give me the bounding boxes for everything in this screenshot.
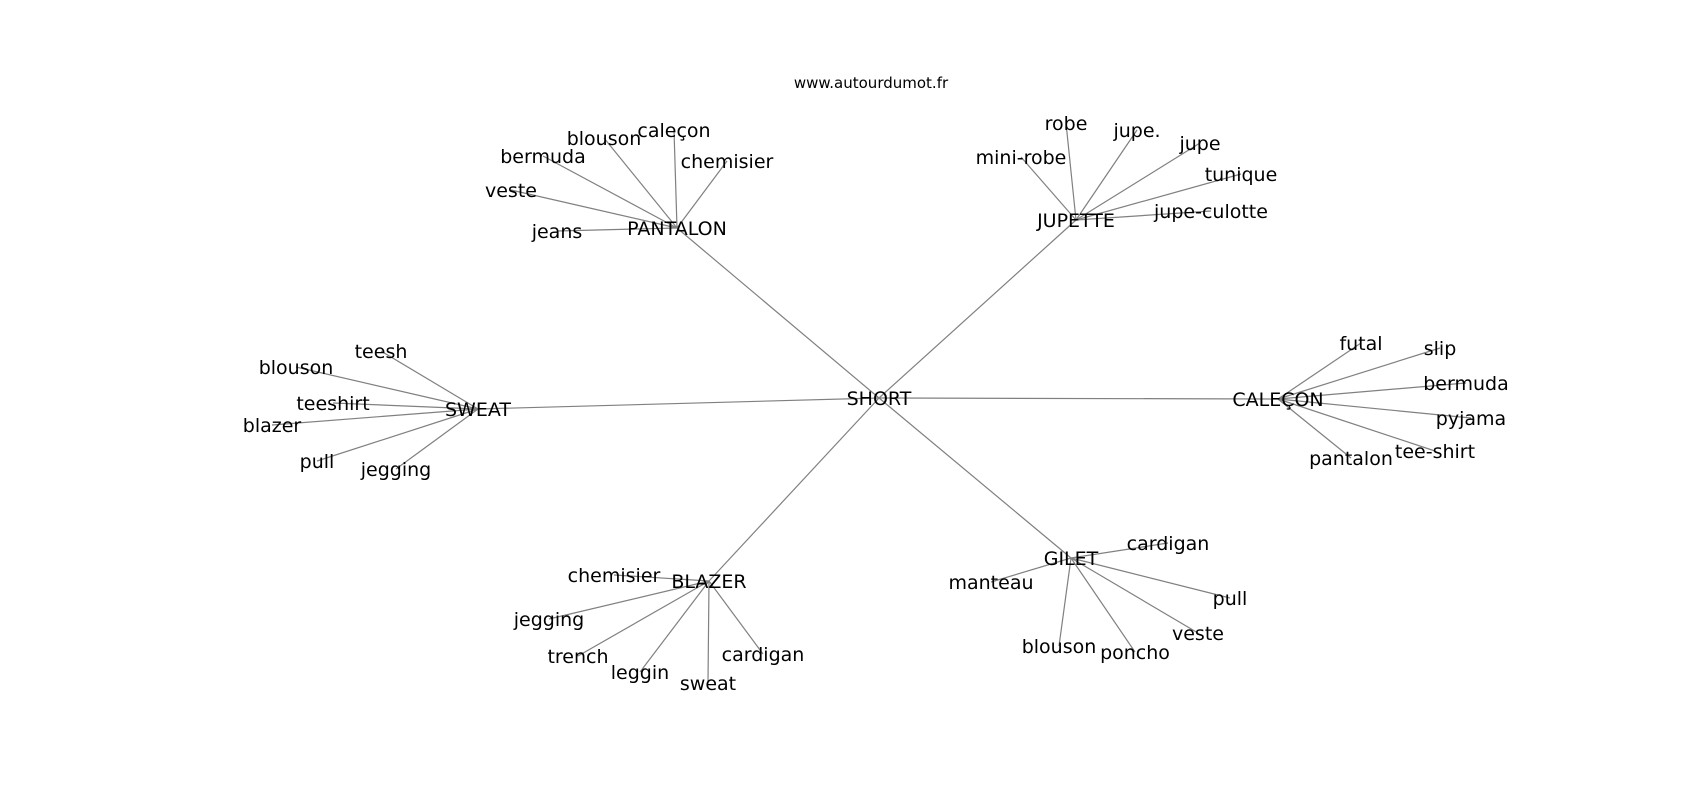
edge-pantalon-pantalon-calecon xyxy=(673,129,678,229)
edge-pantalon-pantalon-chemisier xyxy=(676,160,728,229)
edge-short-pantalon xyxy=(676,227,880,399)
hub-node-blazer[interactable]: BLAZER xyxy=(671,571,746,593)
edge-jupette-jupette-mini-robe xyxy=(1020,156,1077,221)
leaf-node-jupette-tunique[interactable]: tunique xyxy=(1205,164,1278,186)
edge-pantalon-pantalon-blouson xyxy=(603,137,678,229)
leaf-node-jupette-jupe-culotte[interactable]: jupe-culotte xyxy=(1153,201,1268,223)
leaf-node-gilet-cardigan[interactable]: cardigan xyxy=(1127,533,1210,555)
edge-jupette-jupette-jupe-dot xyxy=(1075,129,1138,221)
leaf-node-blazer-trench[interactable]: trench xyxy=(547,646,608,668)
edge-sweat-sweat-blazer xyxy=(271,408,479,426)
source-label: www.autourdumot.fr xyxy=(794,74,949,92)
edge-calecon-calecon-bermuda xyxy=(1277,382,1467,400)
leaf-node-calecon-pantalon[interactable]: pantalon xyxy=(1309,448,1393,470)
edge-blazer-blazer-sweat xyxy=(707,580,710,684)
leaf-node-gilet-manteau[interactable]: manteau xyxy=(948,572,1033,594)
edge-sweat-sweat-pull xyxy=(316,408,479,462)
edge-gilet-gilet-poncho xyxy=(1070,557,1136,653)
leaf-node-sweat-jegging[interactable]: jegging xyxy=(360,459,431,481)
leaf-node-calecon-tee-shirt[interactable]: tee-shirt xyxy=(1395,441,1475,463)
leaf-node-calecon-bermuda[interactable]: bermuda xyxy=(1423,373,1508,395)
leaf-node-pantalon-veste[interactable]: veste xyxy=(485,180,537,202)
edge-calecon-calecon-slip xyxy=(1277,347,1441,400)
edge-short-blazer xyxy=(708,397,880,582)
edge-sweat-sweat-teeshirt xyxy=(332,402,479,410)
edge-short-calecon xyxy=(878,397,1279,400)
hub-node-gilet[interactable]: GILET xyxy=(1044,548,1099,570)
leaf-node-calecon-futal[interactable]: futal xyxy=(1339,333,1382,355)
edge-sweat-sweat-jegging xyxy=(395,408,479,470)
hub-node-sweat[interactable]: SWEAT xyxy=(445,399,511,421)
leaf-node-jupette-jupe-dot[interactable]: jupe. xyxy=(1112,120,1160,142)
edge-blazer-blazer-cardigan xyxy=(708,580,764,655)
edge-pantalon-pantalon-jeans xyxy=(556,227,678,232)
edge-blazer-blazer-trench xyxy=(577,580,710,657)
leaf-node-calecon-pyjama[interactable]: pyjama xyxy=(1436,408,1506,430)
edge-pantalon-pantalon-bermuda xyxy=(542,155,678,229)
leaf-node-gilet-poncho[interactable]: poncho xyxy=(1100,642,1170,664)
node-labels: SHORTPANTALONjeansvestebermudablousoncal… xyxy=(243,113,1509,695)
leaf-node-pantalon-jeans[interactable]: jeans xyxy=(531,221,583,243)
hub-node-pantalon[interactable]: PANTALON xyxy=(627,218,727,240)
center-node-short[interactable]: SHORT xyxy=(847,388,912,410)
edge-gilet-gilet-veste xyxy=(1070,557,1199,634)
edge-gilet-gilet-manteau xyxy=(990,557,1072,583)
leaf-node-sweat-teeshirt[interactable]: teeshirt xyxy=(296,393,369,415)
edge-calecon-calecon-pyjama xyxy=(1277,398,1472,419)
edge-jupette-jupette-tunique xyxy=(1075,173,1242,221)
leaf-node-blazer-cardigan[interactable]: cardigan xyxy=(722,644,805,666)
leaf-node-sweat-pull[interactable]: pull xyxy=(300,451,335,473)
edge-sweat-sweat-teesh xyxy=(380,350,479,410)
edge-short-sweat xyxy=(477,397,880,410)
edge-pantalon-pantalon-veste xyxy=(510,189,678,229)
edge-gilet-gilet-cardigan xyxy=(1070,542,1169,559)
edge-short-jupette xyxy=(878,219,1077,399)
hub-node-jupette[interactable]: JUPETTE xyxy=(1036,210,1115,232)
edge-calecon-calecon-futal xyxy=(1277,342,1362,400)
leaf-node-blazer-leggin[interactable]: leggin xyxy=(611,662,669,684)
hub-node-calecon[interactable]: CALEÇON xyxy=(1232,389,1323,411)
leaf-node-gilet-pull[interactable]: pull xyxy=(1213,588,1248,610)
leaf-node-jupette-mini-robe[interactable]: mini-robe xyxy=(976,147,1067,169)
leaf-node-blazer-chemisier[interactable]: chemisier xyxy=(568,565,661,587)
leaf-node-jupette-robe[interactable]: robe xyxy=(1045,113,1088,135)
edge-calecon-calecon-tee-shirt xyxy=(1277,398,1436,452)
leaf-node-pantalon-chemisier[interactable]: chemisier xyxy=(681,151,774,173)
edge-jupette-jupette-robe xyxy=(1065,122,1077,221)
leaf-node-pantalon-bermuda[interactable]: bermuda xyxy=(500,146,585,168)
leaf-node-sweat-blazer[interactable]: blazer xyxy=(243,415,302,437)
edge-short-gilet xyxy=(878,397,1072,559)
leaf-node-blazer-sweat[interactable]: sweat xyxy=(680,673,736,695)
leaf-node-jupette-jupe[interactable]: jupe xyxy=(1178,133,1220,155)
leaf-node-gilet-veste[interactable]: veste xyxy=(1172,623,1224,645)
leaf-node-pantalon-blouson[interactable]: blouson xyxy=(567,128,642,150)
edge-calecon-calecon-pantalon xyxy=(1277,398,1352,459)
edge-jupette-jupette-jupe-culotte xyxy=(1075,210,1212,221)
edge-blazer-blazer-jegging xyxy=(548,580,710,620)
leaf-node-sweat-blouson[interactable]: blouson xyxy=(259,357,334,379)
leaf-node-calecon-slip[interactable]: slip xyxy=(1424,338,1457,360)
edge-blazer-blazer-chemisier xyxy=(613,574,710,582)
leaf-node-sweat-teesh[interactable]: teesh xyxy=(355,341,408,363)
edge-gilet-gilet-blouson xyxy=(1058,557,1072,647)
leaf-node-gilet-blouson[interactable]: blouson xyxy=(1022,636,1097,658)
edges xyxy=(271,122,1472,684)
edge-sweat-sweat-blouson xyxy=(295,366,479,410)
edge-blazer-blazer-leggin xyxy=(639,580,710,673)
leaf-node-blazer-jegging[interactable]: jegging xyxy=(513,609,584,631)
edge-gilet-gilet-pull xyxy=(1070,557,1231,599)
leaf-node-pantalon-calecon[interactable]: caleçon xyxy=(637,120,710,142)
edge-jupette-jupette-jupe xyxy=(1075,142,1201,221)
